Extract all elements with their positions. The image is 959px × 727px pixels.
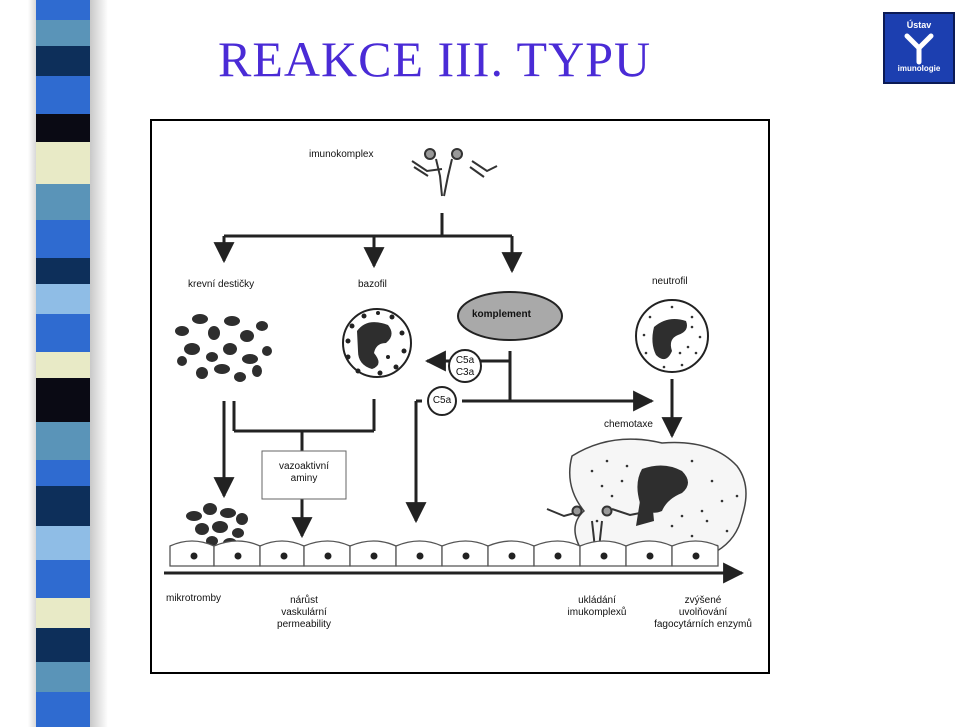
label-ukladani-line2: imukomplexů	[567, 607, 627, 618]
label-imunokomplex: imunokomplex	[309, 149, 374, 160]
label-ukladani-imukomplexu: ukládání imukomplexů	[557, 595, 637, 619]
label-bazofil: bazofil	[358, 279, 387, 290]
label-ukladani-line1: ukládání	[578, 595, 616, 606]
vasoactive-amines-box	[261, 450, 347, 500]
type-iii-reaction-diagram: imunokomplex krevní destičky bazofil kom…	[150, 119, 770, 674]
label-zvysene-uvolnovani: zvýšené uvolňování fagocytárních enzymů	[648, 595, 758, 631]
deposited-immunocomplex-icon	[546, 505, 641, 552]
slide-title: REAKCE III. TYPU	[218, 31, 652, 87]
label-komplement: komplement	[472, 309, 531, 320]
strip-shadow	[90, 0, 108, 727]
decorative-strip	[36, 0, 90, 727]
c5a-c3a-circle	[448, 349, 482, 383]
neutrophil-icon	[635, 299, 709, 373]
label-c5a-c3a: C5a C3a	[453, 355, 477, 379]
label-zvysene-line2: uvolňování	[678, 607, 728, 618]
label-zvysene-line1: zvýšené	[684, 595, 722, 606]
endothelial-cells	[169, 540, 719, 567]
label-neutrofil: neutrofil	[652, 276, 688, 287]
institute-logo: Ústav imunologie	[883, 12, 955, 84]
microthrombi-icon	[186, 503, 248, 548]
label-vazoaktivni-aminy: vazoaktivní aminy	[262, 461, 346, 485]
label-mikrotromby: mikrotromby	[166, 593, 222, 604]
basophil-icon	[342, 308, 412, 378]
logo-bottom-text: imunologie	[897, 64, 941, 73]
label-narust-permeability: nárůst vaskulární permeability	[264, 595, 344, 631]
label-aminy-line: aminy	[290, 473, 318, 484]
strip-edge	[28, 0, 36, 727]
label-chemotaxe: chemotaxe	[604, 419, 653, 430]
label-krevni-desticky: krevní destičky	[188, 279, 255, 290]
label-c5a: C5a	[432, 395, 452, 406]
platelets-icon	[175, 314, 272, 382]
label-c3a-line: C3a	[455, 367, 475, 378]
label-narust-line2: vaskulární	[281, 607, 327, 618]
c5a-circle	[427, 386, 457, 416]
logo-top-text: Ústav	[906, 20, 932, 30]
label-c5a-line: C5a	[455, 355, 475, 366]
antibody-icon	[904, 33, 934, 65]
label-narust-line1: nárůst	[290, 595, 318, 606]
diagram-graphics	[164, 148, 747, 584]
complement-ellipse	[457, 291, 563, 341]
label-narust-line3: permeability	[277, 619, 331, 630]
label-vazoaktivni-line: vazoaktivní	[278, 461, 330, 472]
activated-neutrophil-icon	[569, 438, 747, 552]
immunocomplex-antibodies	[411, 148, 498, 197]
label-zvysene-line3: fagocytárních enzymů	[654, 619, 752, 630]
